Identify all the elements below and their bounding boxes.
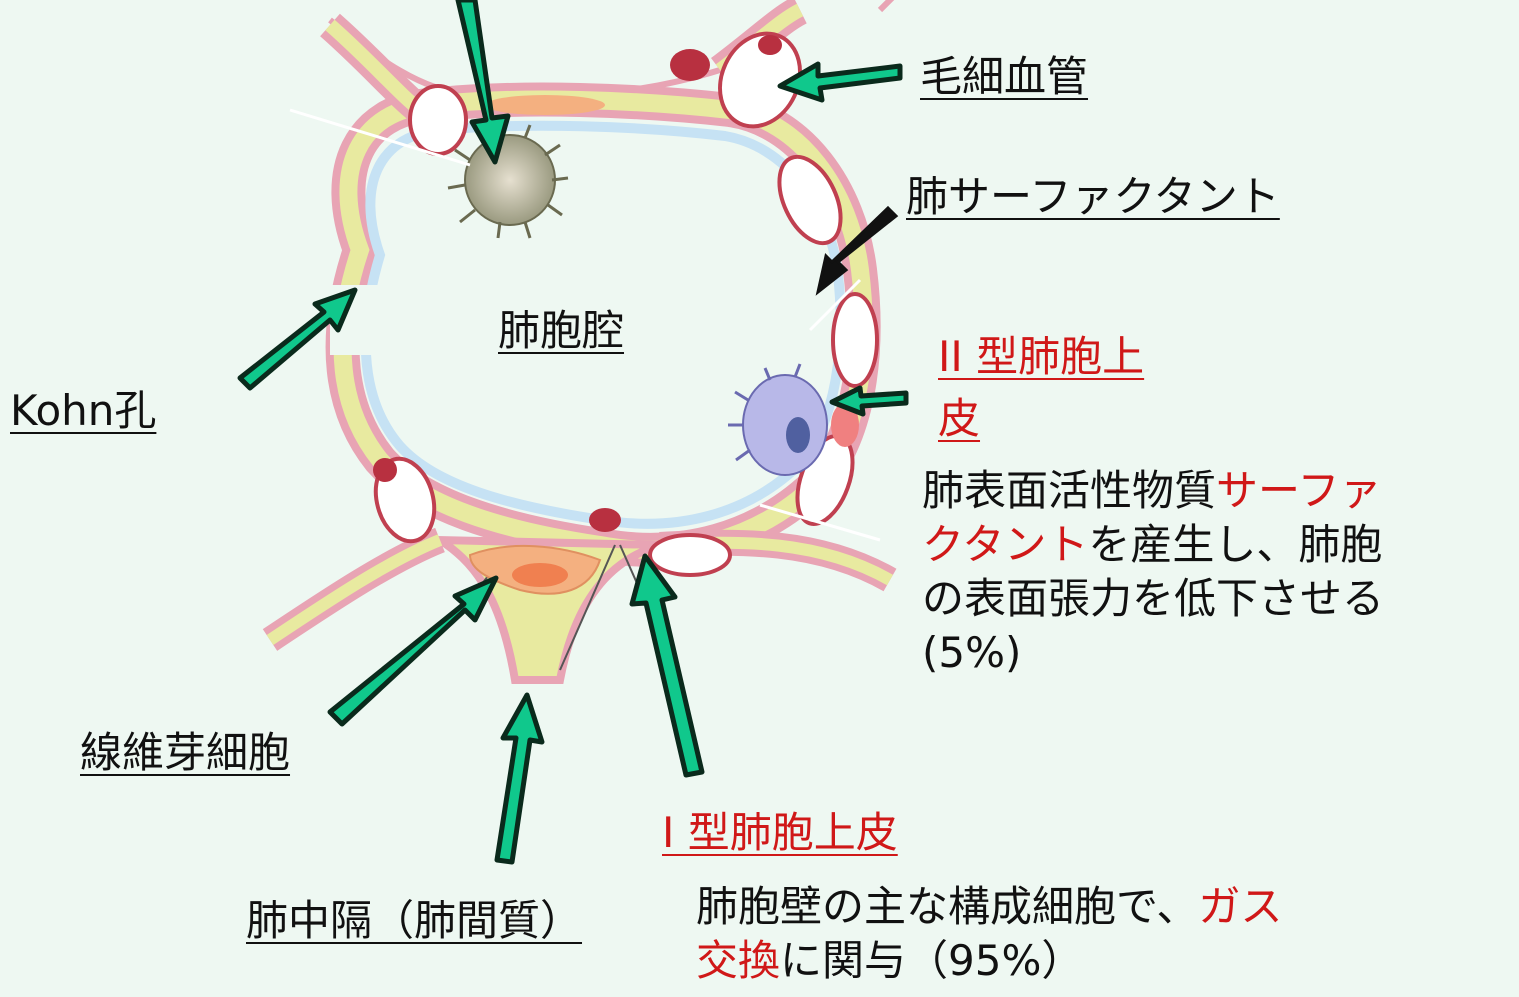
- label-surfactant: 肺サーファクタント: [906, 176, 1280, 218]
- label-alveolar-lumen: 肺胞腔: [498, 310, 624, 352]
- label-capillary: 毛細血管: [920, 56, 1088, 98]
- label-kohn-pore: Kohn孔: [10, 390, 156, 432]
- arrow-septum: [497, 695, 542, 862]
- label-septum: 肺中隔（肺間質）: [246, 900, 582, 942]
- label-type2-line2: 皮: [938, 398, 980, 440]
- label-type1: I 型肺胞上皮: [662, 812, 898, 854]
- type1-description: 肺胞壁の主な構成細胞で、ガス 交換に関与（95%）: [696, 880, 1282, 988]
- label-fibroblast: 線維芽細胞: [80, 732, 290, 774]
- arrow-type1: [632, 556, 702, 775]
- type2-description: 肺表面活性物質サーファ クタントを産生し、肺胞 の表面張力を低下させる (5%): [922, 464, 1384, 680]
- upper-wall-cell: [485, 95, 605, 115]
- label-type2-line1: II 型肺胞上: [938, 336, 1144, 378]
